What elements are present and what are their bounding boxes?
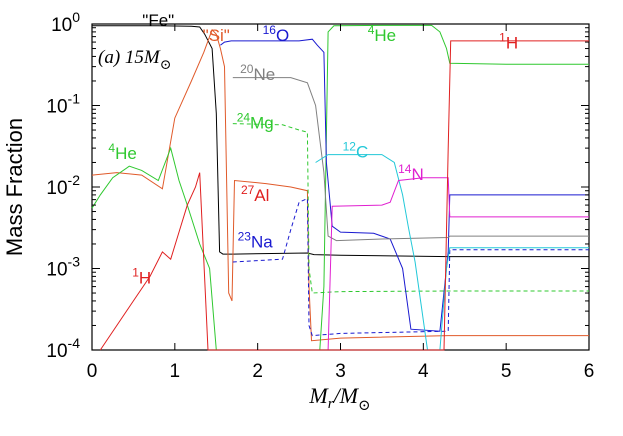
annotation-6: 4He	[368, 23, 396, 45]
annotation-10: 27Al	[241, 183, 269, 205]
annotation-0: "Fe"	[142, 11, 174, 30]
x-tick-label-6: 6	[584, 361, 595, 382]
x-axis-label-sun: ⊙	[358, 398, 371, 414]
series-line-3	[232, 123, 589, 294]
annotations-layer: "Fe" "Si" 16O 20Ne 24Mg 12C 4He 1H 4He 14N 27Al 23N…	[108, 11, 518, 288]
panel-label-sun: ⊙	[160, 58, 172, 73]
x-tick-label-1: 1	[170, 361, 181, 382]
y-tick-label-1: 10-1	[46, 91, 80, 118]
x-tick-label-3: 3	[335, 361, 346, 382]
x-axis-label-sub-r: r	[328, 396, 334, 412]
series-layer	[91, 24, 589, 351]
series-line-9	[99, 40, 589, 351]
ticks-layer: 0 1 2 3 4 5 6 100 10-1 10-2 10-3 10-4	[46, 9, 594, 382]
x-tick-label-0: 0	[87, 361, 98, 382]
annotation-8: 4He	[108, 141, 136, 163]
series-line-5	[232, 197, 589, 337]
y-tick-label-2: 10-2	[46, 172, 80, 199]
panel-label-text: (a) 15M	[98, 47, 161, 68]
series-line-1	[91, 28, 589, 342]
annotation-3: 20Ne	[240, 62, 275, 84]
y-tick-label-4: 10-4	[46, 335, 80, 362]
series-line-7	[315, 154, 589, 351]
annotation-4: 24Mg	[237, 111, 274, 133]
series-line-8	[327, 177, 589, 351]
x-tick-label-2: 2	[252, 361, 263, 382]
y-tick-label-0: 100	[51, 9, 80, 36]
series-line-2	[91, 24, 589, 351]
series-line-6	[232, 77, 589, 242]
annotation-7: 1H	[499, 31, 518, 53]
series-line-0	[92, 25, 589, 258]
y-tick-label-3: 10-3	[46, 254, 80, 281]
x-axis-label-slash: /M	[332, 383, 360, 408]
y-axis-label: Mass Fraction	[2, 118, 27, 256]
annotation-12: 1H	[132, 266, 151, 288]
annotation-2: 16O	[263, 23, 290, 45]
annotation-5: 12C	[343, 140, 369, 162]
x-tick-label-5: 5	[501, 361, 512, 382]
x-axis-label: Mr/M⊙	[308, 383, 370, 414]
x-axis-label-m: M	[308, 383, 329, 408]
annotation-1: "Si"	[203, 26, 230, 45]
x-tick-label-4: 4	[418, 361, 429, 382]
annotation-11: 23Na	[238, 230, 274, 252]
annotation-9: 14N	[398, 162, 424, 184]
panel-label: (a) 15M⊙	[98, 47, 171, 73]
series-line-4	[220, 38, 589, 332]
